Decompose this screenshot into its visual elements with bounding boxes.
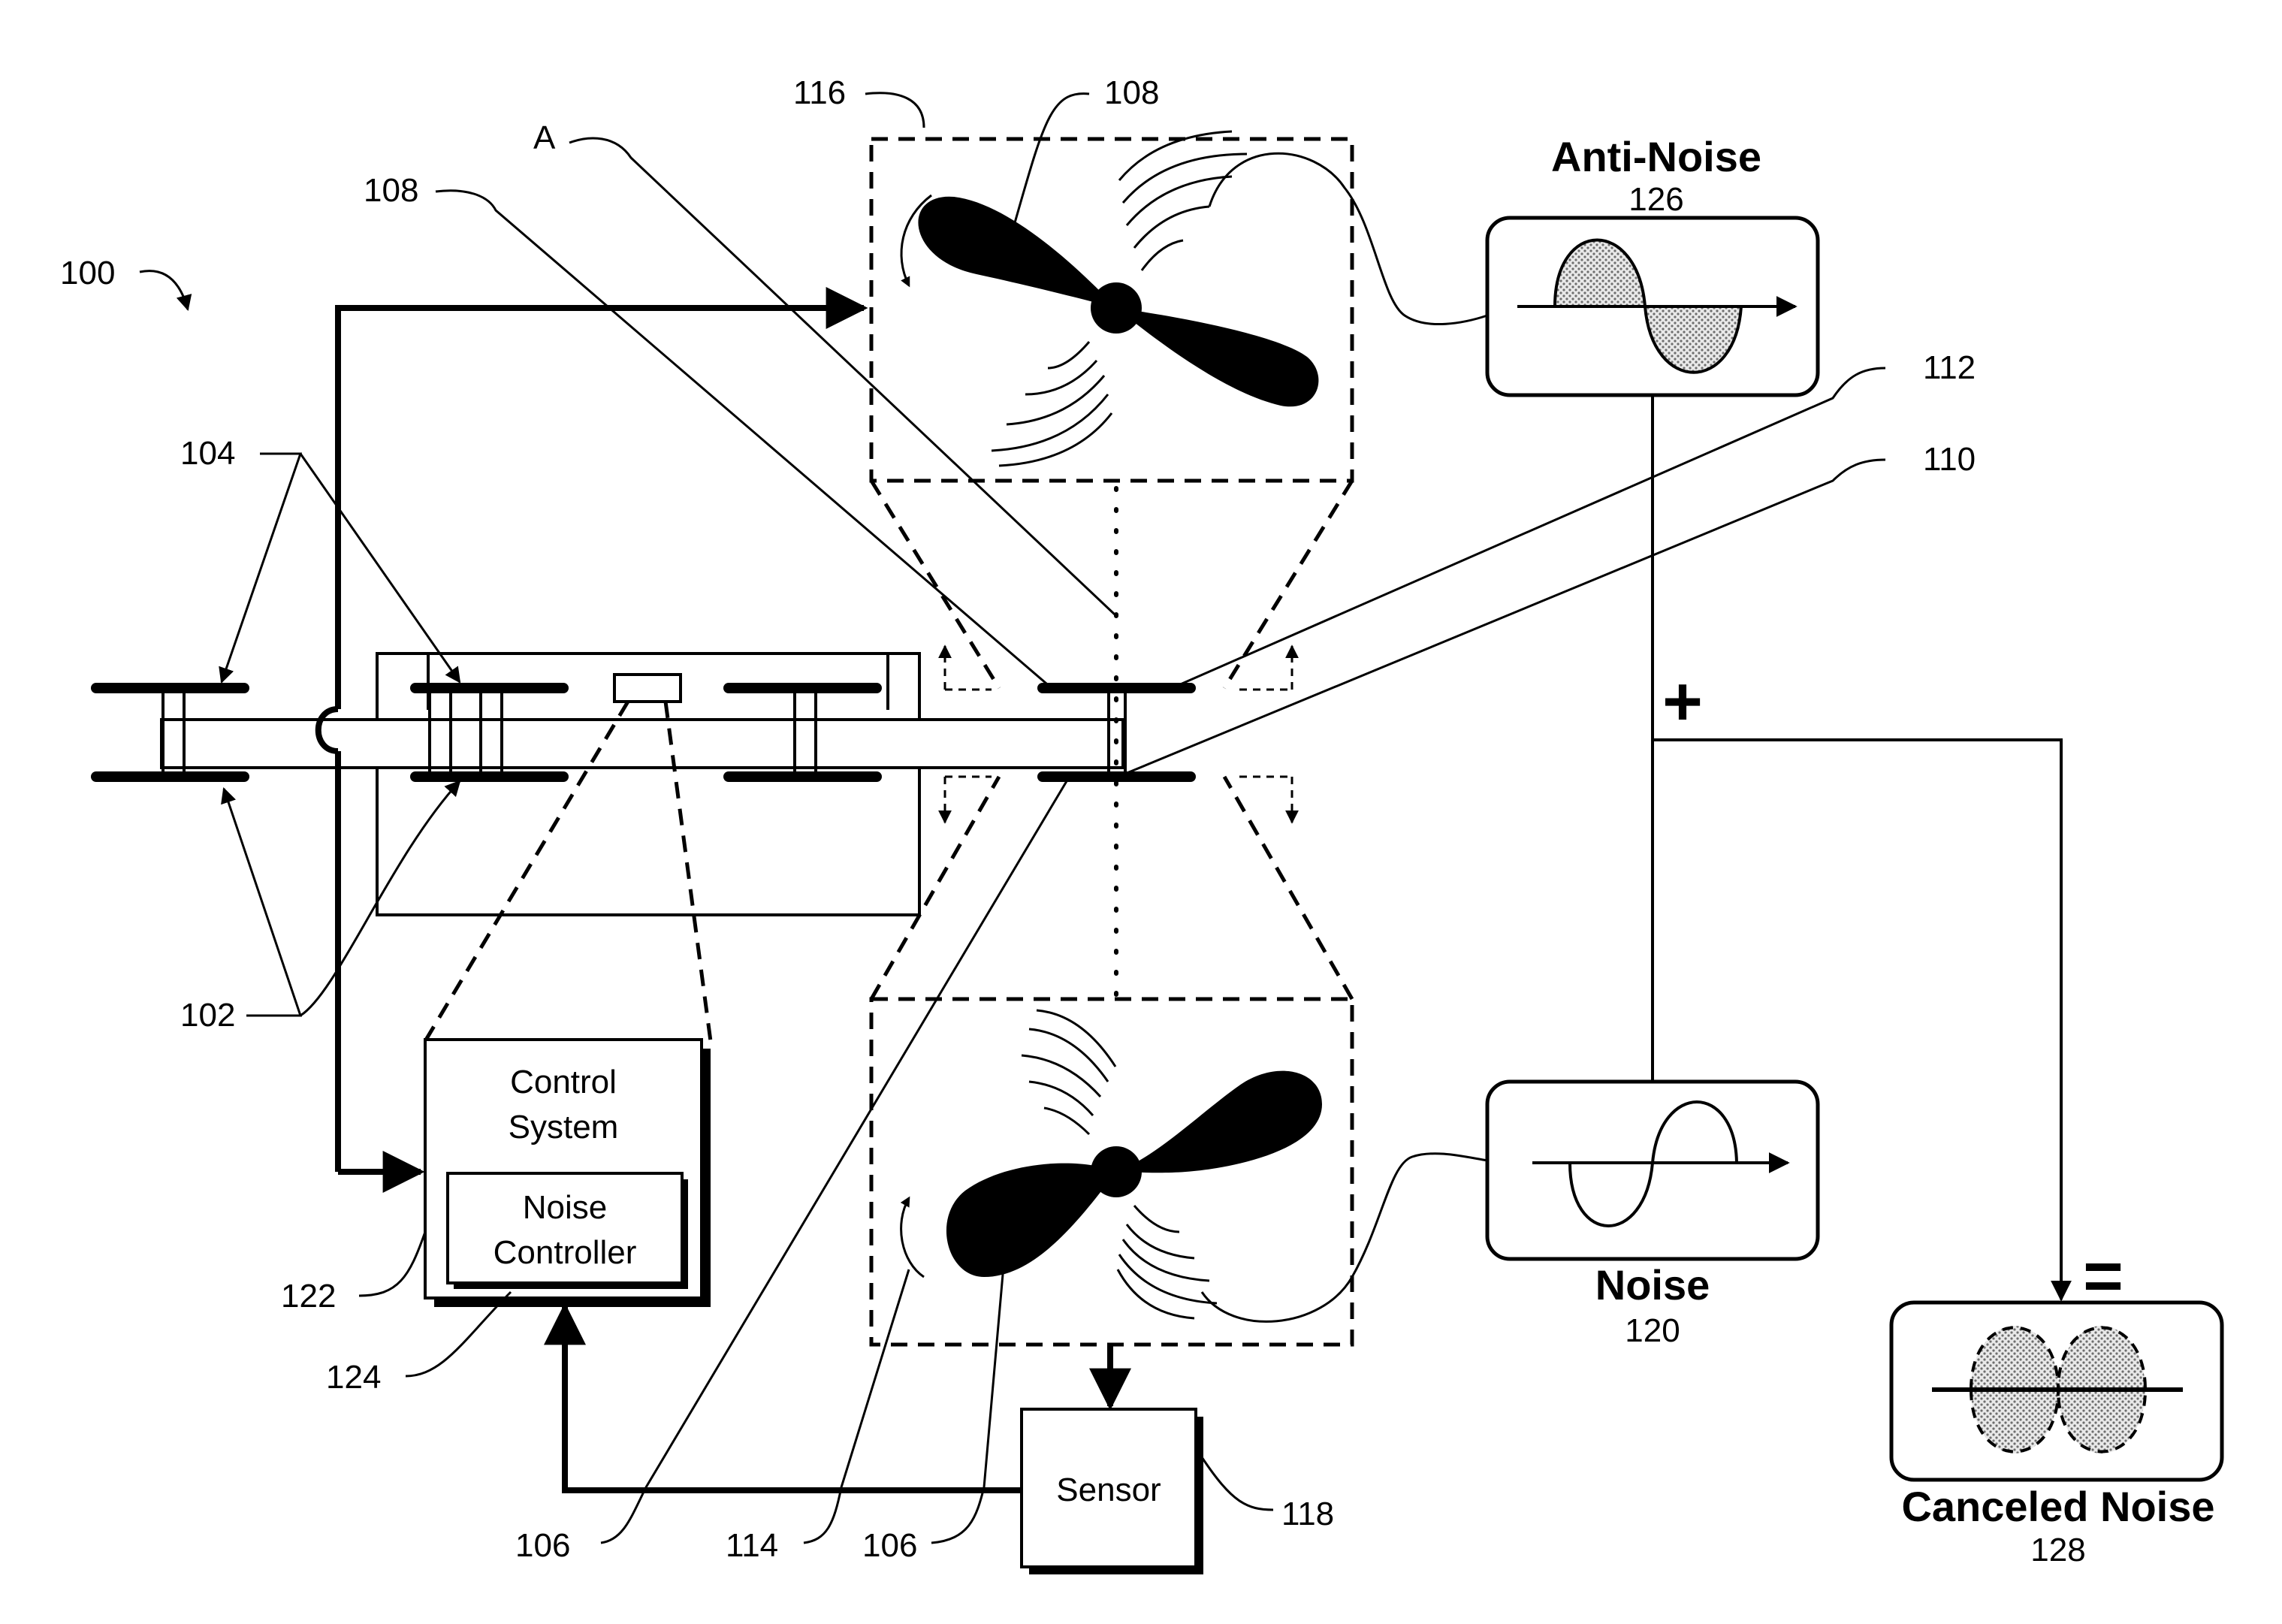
lower-detail-frame [869, 997, 1354, 1347]
sensor-label: Sensor [1056, 1472, 1161, 1508]
noise-controller-line2: Controller [494, 1234, 637, 1271]
aircraft-frame [91, 652, 1196, 916]
ref-124: 124 [326, 1359, 381, 1396]
ref-122: 122 [281, 1278, 336, 1315]
lower-propeller-detail [869, 775, 1488, 1347]
noise-panel: Noise 120 [1485, 1079, 1820, 1349]
ref-112: 112 [1923, 349, 1976, 386]
rotation-arrow-116 [900, 194, 932, 288]
upper-propeller-icon [918, 196, 1116, 308]
leader-lines [139, 92, 1886, 1544]
plus-sign: + [1662, 663, 1703, 740]
lower-propeller-icon [946, 1163, 1116, 1277]
control-system-line1: Control [510, 1064, 617, 1100]
figure-ref-100: 100 [60, 255, 115, 291]
ref-108-upper: 108 [1104, 74, 1159, 111]
ref-106-left: 106 [515, 1527, 570, 1564]
upper-sound-waves-icon [991, 130, 1248, 467]
main-arm [160, 718, 1124, 769]
ref-104: 104 [180, 435, 235, 472]
summing-lines [1651, 395, 2072, 1302]
reference-numerals: 100 104 102 116 108 A 108 112 110 122 12… [60, 74, 1976, 1564]
canceled-noise-wave-icon [1970, 1326, 2148, 1453]
control-system-line2: System [509, 1109, 619, 1146]
rotation-arrow-114 [900, 1196, 925, 1278]
motor-mounts [161, 688, 1127, 774]
rotor-blades-side [91, 683, 1196, 782]
airflow-arrows [938, 644, 1299, 824]
ref-108-left: 108 [364, 172, 418, 209]
anti-noise-number: 126 [1628, 181, 1683, 218]
ref-114: 114 [726, 1527, 778, 1564]
module-callout-dashes [423, 700, 713, 1043]
noise-controller-line1: Noise [523, 1189, 608, 1226]
ref-116: 116 [793, 74, 846, 111]
lower-sound-waves-icon [1021, 1009, 1218, 1320]
noise-number: 120 [1625, 1312, 1680, 1349]
ref-110: 110 [1923, 441, 1976, 478]
ref-102: 102 [180, 997, 235, 1034]
sensor-box: Sensor [1020, 1408, 1203, 1574]
anti-noise-title: Anti-Noise [1551, 133, 1761, 180]
upper-propeller-detail [869, 130, 1488, 690]
upper-detail-frame [869, 137, 1354, 483]
control-wiring [315, 308, 1131, 1493]
ref-106-right: 106 [862, 1527, 917, 1564]
canceled-noise-title: Canceled Noise [1901, 1483, 2214, 1530]
onboard-module [613, 673, 682, 703]
axis-a-label: A [533, 119, 556, 156]
noise-title: Noise [1595, 1261, 1710, 1309]
ref-118: 118 [1281, 1496, 1334, 1532]
anti-noise-panel: Anti-Noise 126 [1485, 133, 1820, 397]
canceled-noise-panel: Canceled Noise 128 [1889, 1300, 2224, 1568]
canceled-noise-number: 128 [2030, 1532, 2085, 1568]
control-system-box: Control System Noise Controller [424, 1038, 711, 1307]
